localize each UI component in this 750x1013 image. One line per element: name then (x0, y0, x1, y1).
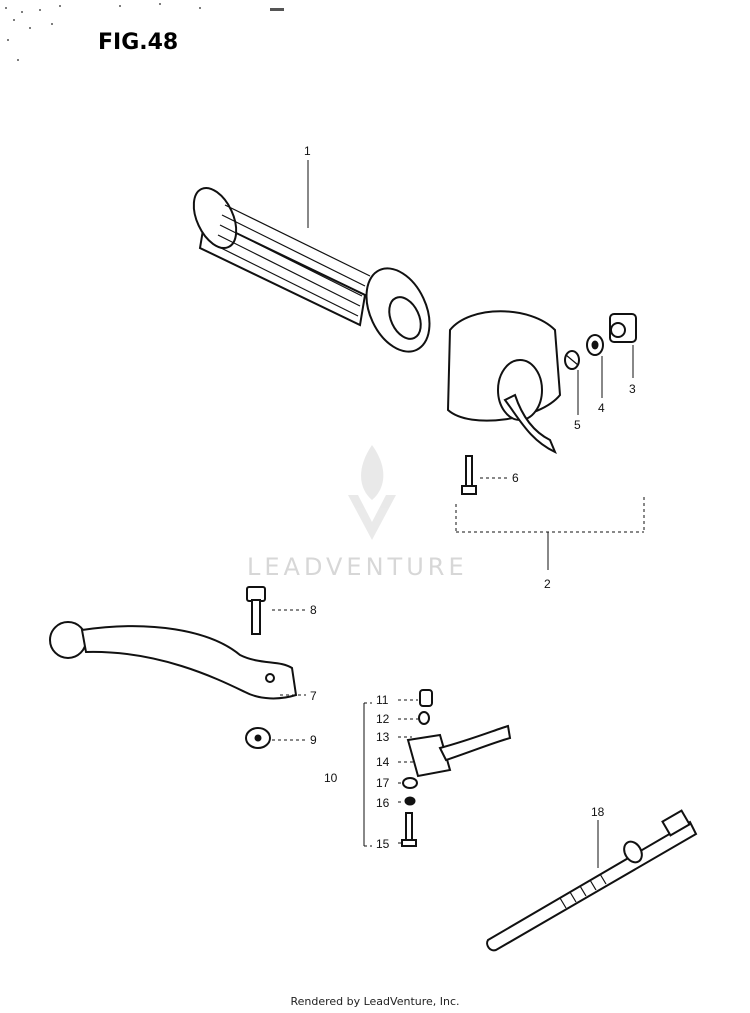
scan-noise (5, 3, 284, 61)
spring-part-5 (564, 350, 580, 370)
watermark-logo (348, 445, 396, 540)
callout-14: 14 (376, 755, 390, 769)
footer-credit: Rendered by LeadVenture, Inc. (290, 995, 460, 1008)
lever-part-7 (49, 621, 298, 700)
cable-tie-18 (486, 809, 698, 952)
callout-9: 9 (310, 733, 317, 747)
bolt-part-8 (246, 586, 266, 635)
callout-5: 5 (574, 418, 581, 432)
callout-15: 15 (376, 837, 390, 851)
callout-12: 12 (376, 712, 390, 726)
watermark-text: LEADVENTURE (247, 553, 468, 581)
callout-1: 1 (304, 144, 311, 158)
callout-3: 3 (629, 382, 636, 396)
callout-4: 4 (598, 401, 605, 415)
callout-7: 7 (310, 689, 317, 703)
callout-18: 18 (591, 805, 605, 819)
washer-part-4 (586, 334, 604, 356)
callout-11: 11 (376, 693, 389, 707)
switch-housing (446, 310, 562, 455)
callout-13: 13 (376, 730, 390, 744)
callout-17: 17 (376, 776, 390, 790)
nut-part-9 (245, 727, 271, 749)
switch-assembly-10 (401, 689, 512, 847)
figure-title: FIG.48 (98, 30, 179, 55)
grip (192, 187, 431, 353)
callout-16: 16 (376, 796, 390, 810)
callout-10: 10 (324, 771, 338, 785)
leader-lines (272, 160, 645, 868)
screw-part-6 (461, 455, 477, 495)
callout-6: 6 (512, 471, 519, 485)
callout-2: 2 (544, 577, 551, 591)
callout-8: 8 (310, 603, 317, 617)
plug-part-3 (609, 313, 637, 343)
